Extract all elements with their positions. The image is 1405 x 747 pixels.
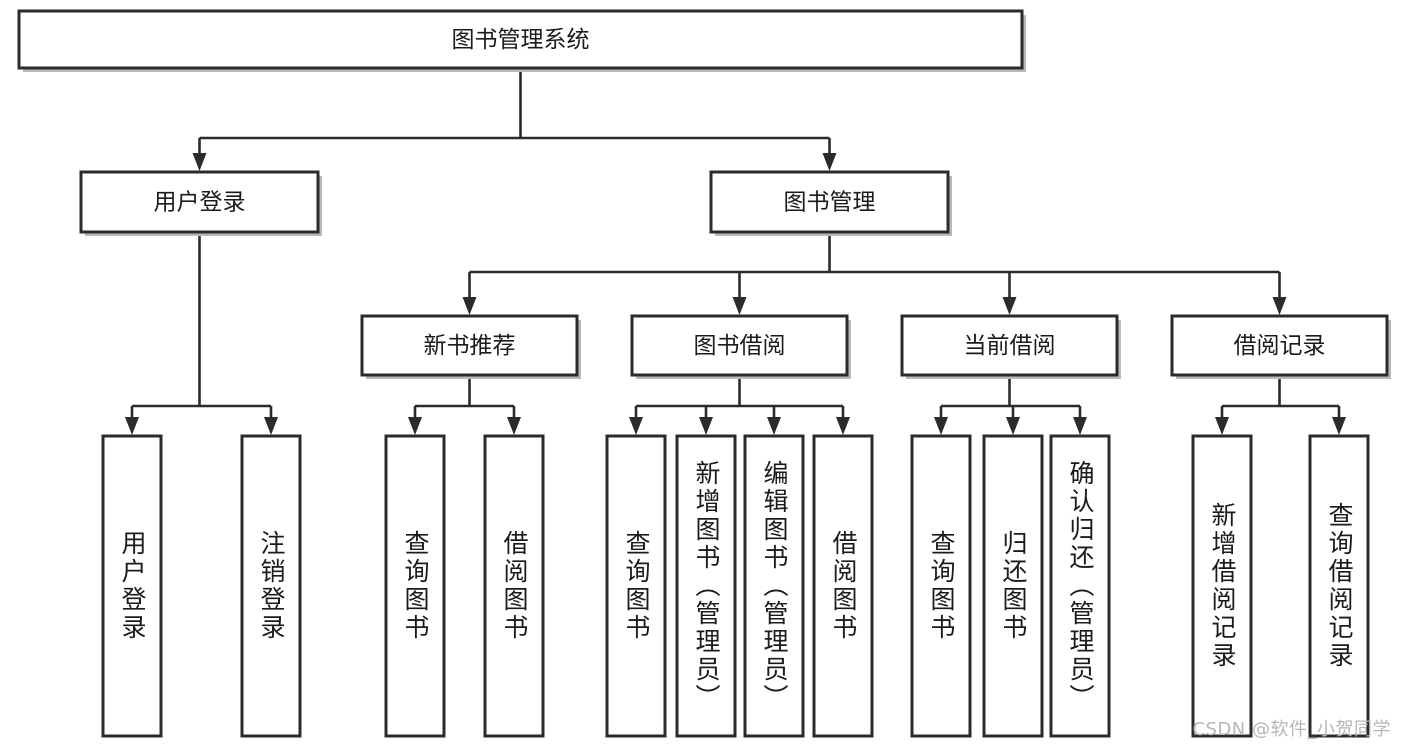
arrow-head-icon	[732, 297, 747, 315]
leaf-node-box-2[interactable]	[384, 434, 446, 738]
level2-node-label-0: 用户登录	[154, 190, 246, 216]
leaf-node-box-12[interactable]	[1308, 434, 1370, 738]
arrow-head-icon	[836, 417, 850, 435]
node-box-layer	[17, 9, 1391, 738]
leaf-node-box-3[interactable]	[483, 434, 545, 738]
leaf-node-box-9[interactable]	[982, 434, 1044, 738]
arrow-head-icon	[1272, 297, 1287, 315]
level2-node-box-0[interactable]	[79, 170, 320, 234]
level3-node-box-3[interactable]	[1170, 314, 1389, 377]
arrow-head-icon	[125, 417, 139, 435]
leaf-node-box-7[interactable]	[812, 434, 874, 738]
leaf-node-box-8[interactable]	[910, 434, 972, 738]
arrow-head-icon	[192, 153, 207, 171]
level3-node-box-1[interactable]	[630, 314, 849, 377]
arrow-head-icon	[934, 417, 948, 435]
arrow-head-icon	[822, 153, 837, 171]
arrow-head-icon	[767, 417, 781, 435]
leaf-node-box-6[interactable]	[743, 434, 805, 738]
level3-node-label-3: 借阅记录	[1234, 333, 1326, 359]
leaf-node-box-1[interactable]	[240, 434, 302, 738]
leaf-node-box-5[interactable]	[675, 434, 737, 738]
arrow-head-icon	[1002, 297, 1017, 315]
arrow-head-icon	[699, 417, 713, 435]
leaf-node-box-11[interactable]	[1191, 434, 1253, 738]
arrow-head-icon	[1006, 417, 1020, 435]
arrow-head-icon	[264, 417, 278, 435]
level3-node-box-0[interactable]	[360, 314, 579, 377]
level3-node-box-2[interactable]	[900, 314, 1119, 377]
connector-layer	[125, 68, 1346, 435]
arrow-head-icon	[629, 417, 643, 435]
arrow-head-icon	[462, 297, 477, 315]
arrow-head-icon	[1332, 417, 1346, 435]
leaf-node-box-4[interactable]	[605, 434, 667, 738]
leaf-node-box-10[interactable]	[1049, 434, 1111, 738]
arrow-head-icon	[1073, 417, 1087, 435]
level2-node-label-1: 图书管理	[784, 190, 876, 216]
leaf-node-box-0[interactable]	[101, 434, 163, 738]
arrow-head-icon	[1215, 417, 1229, 435]
level3-node-label-0: 新书推荐	[424, 333, 516, 359]
arrow-head-icon	[408, 417, 422, 435]
root-node-label: 图书管理系统	[452, 27, 590, 53]
level3-node-label-1: 图书借阅	[694, 333, 786, 359]
root-node-box[interactable]	[17, 9, 1024, 70]
level2-node-box-1[interactable]	[709, 170, 950, 234]
level3-node-label-2: 当前借阅	[964, 333, 1056, 359]
arrow-head-icon	[507, 417, 521, 435]
